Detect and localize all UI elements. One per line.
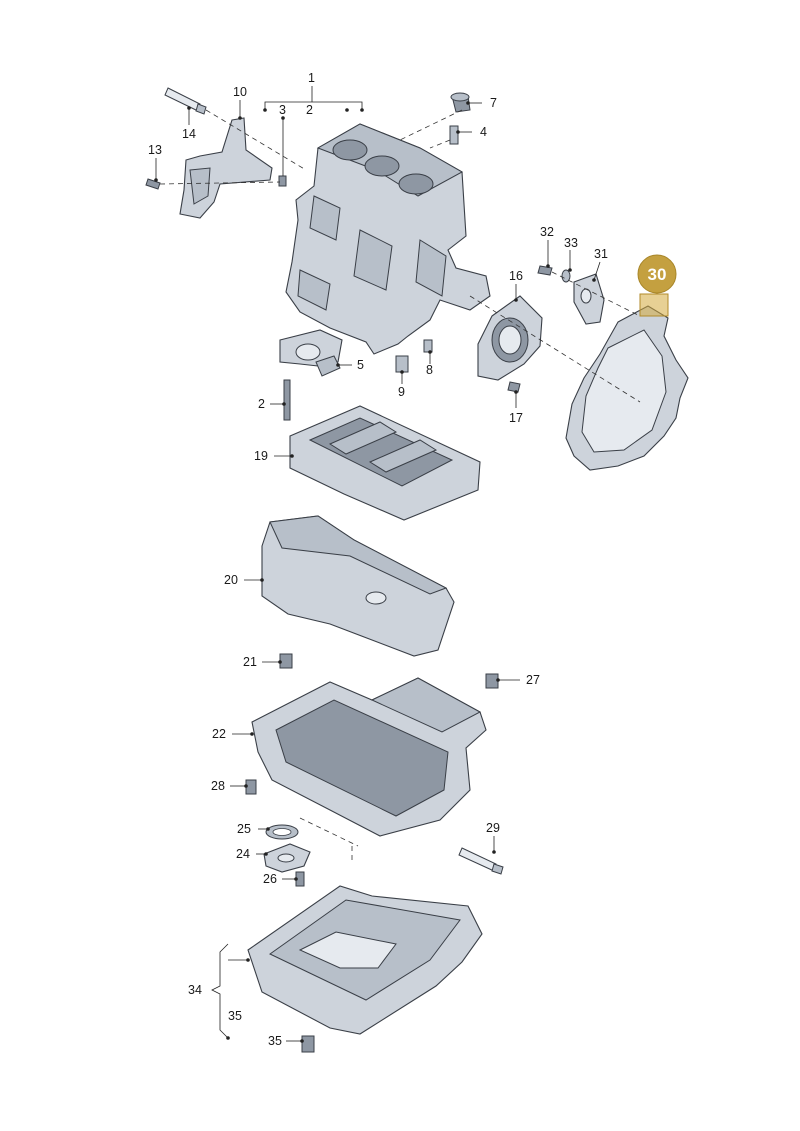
bolt-17: [507, 381, 521, 393]
pin-8: [423, 339, 433, 353]
highlight-circle[interactable]: [637, 254, 677, 294]
seal-flange-16: [477, 295, 543, 381]
sealant-tube-14: [164, 87, 207, 115]
label-2-top: 2: [306, 103, 313, 117]
label-31: 31: [594, 247, 608, 261]
label-33: 33: [564, 236, 578, 250]
label-9: 9: [398, 385, 405, 399]
label-14: 14: [182, 127, 196, 141]
baffle-20: [261, 515, 455, 657]
bracket-31: [573, 273, 605, 325]
label-32: 32: [540, 225, 554, 239]
assembly-lines: [159, 109, 641, 860]
upper-oil-pan-22: [251, 677, 487, 837]
label-20: 20: [224, 573, 238, 587]
highlight-callout-30[interactable]: 30: [637, 254, 677, 294]
label-34: 34: [188, 983, 202, 997]
label-28: 28: [211, 779, 225, 793]
plug-27: [485, 673, 499, 689]
bolt-32: [537, 265, 553, 276]
label-4: 4: [480, 125, 487, 139]
bolt-21: [279, 653, 293, 669]
bolt-26: [295, 871, 305, 887]
label-8: 8: [426, 363, 433, 377]
label-22: 22: [212, 727, 226, 741]
label-35-brace: 35: [228, 1009, 242, 1023]
bearing-frame-19: [289, 405, 481, 521]
sealant-tube-29: [458, 847, 504, 875]
label-17: 17: [509, 411, 523, 425]
nozzle-5: [315, 355, 341, 377]
cylinder-block-1: [285, 123, 491, 355]
dowel-9: [395, 355, 409, 373]
drain-plug-35: [301, 1035, 315, 1053]
label-21: 21: [243, 655, 257, 669]
label-27: 27: [526, 673, 540, 687]
label-19: 19: [254, 449, 268, 463]
label-7: 7: [490, 96, 497, 110]
label-30[interactable]: 30: [648, 265, 667, 284]
bolt-28: [245, 779, 257, 795]
bracket-10: [179, 117, 273, 219]
seal-ring-25: [265, 824, 299, 840]
leader-lines: [155, 86, 601, 1042]
label-2-bolt: 2: [258, 397, 265, 411]
bolt-13: [145, 178, 161, 190]
oil-strainer-24: [263, 843, 311, 873]
part-labels: 1 2 3 10 13 14 7 4 32 33 31 16 17 2 5 9 …: [148, 71, 608, 1048]
label-24: 24: [236, 847, 250, 861]
dowel-4: [449, 125, 459, 145]
label-13: 13: [148, 143, 162, 157]
intermediate-plate-30: [565, 293, 689, 471]
bearing-cap-2: [279, 329, 343, 367]
label-26: 26: [263, 872, 277, 886]
bolt-7: [450, 92, 471, 113]
label-25: 25: [237, 822, 251, 836]
lower-oil-pan-34: [247, 885, 483, 1035]
stud-3: [278, 175, 287, 187]
leader-dots: [154, 101, 596, 1043]
label-16: 16: [509, 269, 523, 283]
bolt-2: [283, 379, 291, 421]
label-1: 1: [308, 71, 315, 85]
washer-33: [561, 269, 571, 283]
label-35-bolt: 35: [268, 1034, 282, 1048]
label-3: 3: [279, 103, 286, 117]
label-10: 10: [233, 85, 247, 99]
label-29: 29: [486, 821, 500, 835]
label-5: 5: [357, 358, 364, 372]
